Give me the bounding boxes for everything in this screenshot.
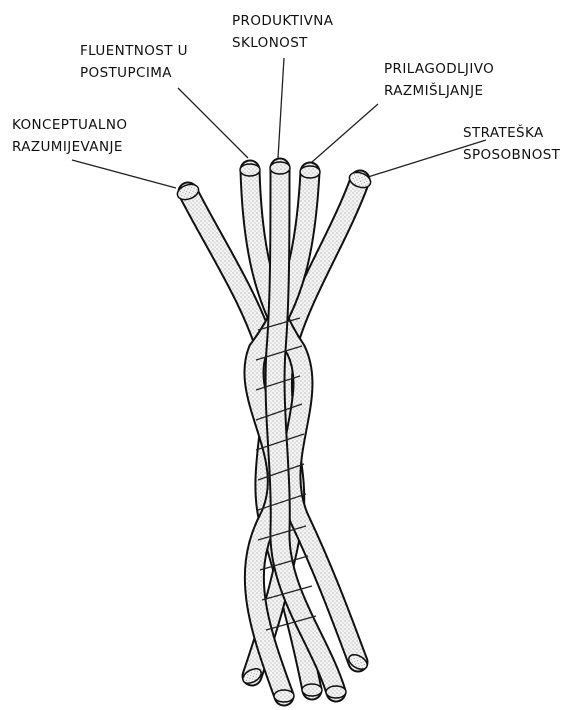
strand-end-bottom-4 [326,686,346,698]
label-line: STRATEŠKA [463,122,560,144]
strand-end-bottom-2 [274,690,294,702]
label-line: RAZMIŠLJANJE [384,80,494,102]
label-produktivna-sklonost: PRODUKTIVNA SKLONOST [232,10,333,54]
pointer-prilagodljivo [312,104,378,162]
strand-end-fluentnost [240,164,260,176]
strand-end-produktivna [270,162,290,174]
label-prilagodljivo-razmisljanje: PRILAGODLJIVO RAZMIŠLJANJE [384,58,494,102]
label-line: PRILAGODLJIVO [384,58,494,80]
pointer-fluentnost [178,88,248,158]
label-line: POSTUPCIMA [80,62,188,84]
label-line: KONCEPTUALNO [12,114,127,136]
label-line: FLUENTNOST U [80,40,188,62]
label-line: PRODUKTIVNA [232,10,333,32]
label-strateska-sposobnost: STRATEŠKA SPOSOBNOST [463,122,560,166]
label-line: SPOSOBNOST [463,144,560,166]
strand-end-bottom-3 [302,684,322,696]
label-konceptualno-razumijevanje: KONCEPTUALNO RAZUMIJEVANJE [12,114,127,158]
label-line: RAZUMIJEVANJE [12,136,127,158]
pointer-konceptualno [72,160,176,188]
pointer-produktivna [278,58,284,158]
label-fluentnost-u-postupcima: FLUENTNOST U POSTUPCIMA [80,40,188,84]
label-line: SKLONOST [232,32,333,54]
strand-end-prilagodljivo [300,166,320,178]
rope-strands [188,168,360,696]
